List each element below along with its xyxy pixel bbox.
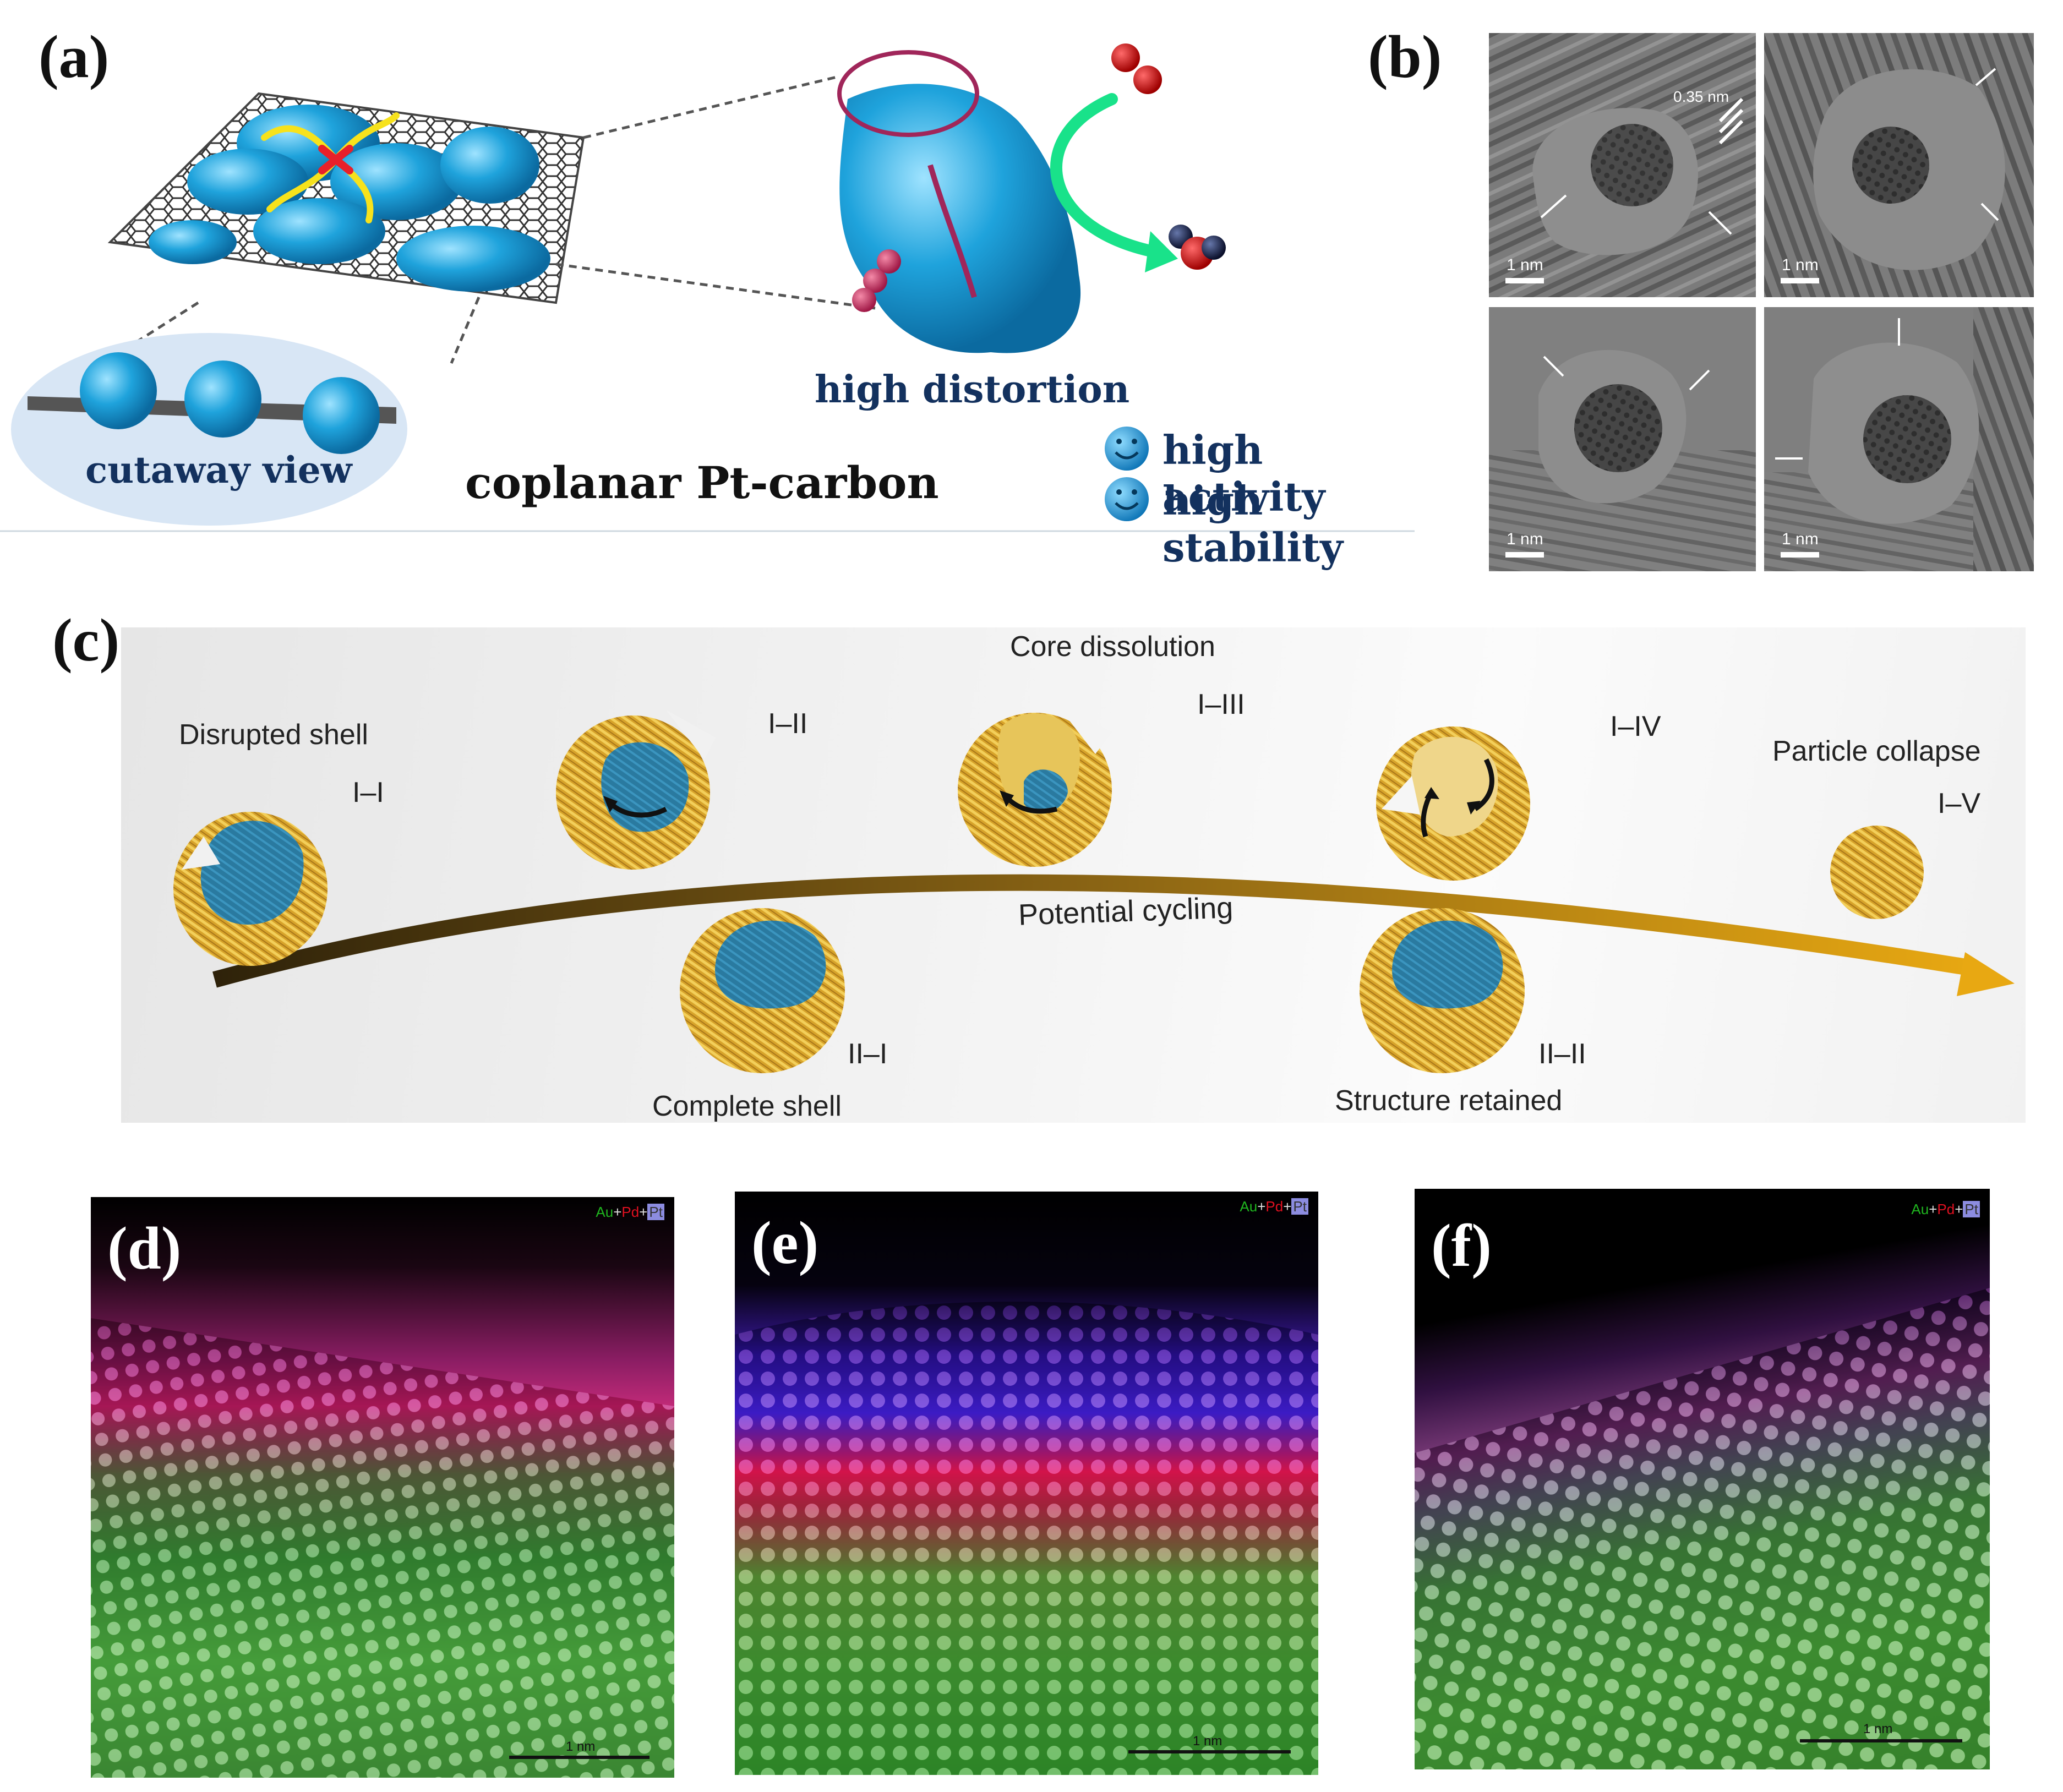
legend-f: Au+Pd+Pt — [1911, 1201, 1980, 1218]
scale-label: 1 nm — [1782, 530, 1819, 548]
particle-I-III — [958, 704, 1112, 867]
caption-structure-retained: Structure retained — [1335, 1085, 1563, 1117]
legend-au: Au — [1240, 1198, 1258, 1215]
particle-I-I — [173, 812, 328, 966]
legend-pd: Pd — [1937, 1201, 1955, 1217]
panel-f-label: (f) — [1431, 1212, 1492, 1279]
legend-plus: + — [613, 1204, 622, 1220]
panel-d-label: (d) — [107, 1215, 182, 1282]
tem-image-2: 1 nm — [1764, 33, 2034, 297]
legend-au: Au — [1911, 1201, 1929, 1217]
stage-id-I-V: I–V — [1938, 788, 1981, 819]
legend-au: Au — [596, 1204, 614, 1220]
tem-image-1: 0.35 nm 1 nm — [1489, 33, 1756, 297]
particle-I-II — [556, 710, 716, 870]
stage-id-I-III: I–III — [1197, 689, 1245, 720]
benefit-activity: high activity — [1163, 427, 1325, 520]
coplanar-title: coplanar Pt-carbon — [465, 457, 939, 509]
pt-clusters — [149, 105, 550, 292]
high-distortion-label: high distortion — [815, 368, 1130, 412]
scale-bar — [1800, 1739, 1962, 1742]
particle-I-V — [1830, 826, 1924, 919]
panel-e-label: (e) — [751, 1209, 819, 1276]
legend-plus: + — [1929, 1201, 1938, 1217]
legend-pt: Pt — [1291, 1198, 1308, 1215]
panel-c: Disrupted shell Core dissolution Particl… — [121, 627, 2026, 1123]
benefit-stability: high stability — [1163, 477, 1343, 571]
distorted-particle — [837, 50, 1081, 353]
smiley-icon — [1105, 477, 1149, 521]
cutaway-view-label: cutaway view — [85, 449, 352, 491]
legend-plus: + — [1283, 1198, 1292, 1215]
panel-a: (a) cutaway view high distortion coplana… — [0, 0, 1431, 571]
panel-a-illustration — [0, 43, 1415, 532]
scale-label: 1 nm — [566, 1739, 596, 1754]
panel-d: Au+Pd+Pt (d) 1 nm — [91, 1197, 674, 1778]
legend-plus: + — [1955, 1201, 1963, 1217]
legend-e: Au+Pd+Pt — [1240, 1198, 1308, 1215]
panel-e: Au+Pd+Pt (e) 1 nm — [735, 1192, 1318, 1775]
panel-c-label: (c) — [52, 607, 120, 674]
scale-bar — [509, 1756, 650, 1759]
caption-particle-collapse: Particle collapse — [1772, 735, 1981, 767]
particle-I-IV — [1376, 726, 1530, 881]
scale-label: 1 nm — [1193, 1734, 1222, 1749]
stage-id-I-I: I–I — [352, 777, 384, 808]
scale-bar — [1128, 1750, 1291, 1753]
legend-plus: + — [1257, 1198, 1266, 1215]
spacing-label: 0.35 nm — [1673, 88, 1729, 105]
panel-b-label: (b) — [1368, 23, 1442, 90]
stage-id-II-II: II–II — [1538, 1038, 1586, 1070]
particle-II-I — [680, 908, 845, 1073]
scale-label: 1 nm — [1863, 1722, 1893, 1736]
legend-pt: Pt — [1963, 1201, 1980, 1217]
particle-II-II — [1360, 908, 1525, 1073]
legend-pt: Pt — [647, 1204, 664, 1220]
stage-id-II-I: II–I — [848, 1038, 888, 1070]
stage-id-I-II: I–II — [768, 708, 808, 740]
panel-f: Au+Pd+Pt (f) 1 nm — [1415, 1189, 1990, 1769]
panel-c-illustration — [173, 704, 2015, 1073]
tem-image-4: 1 nm — [1764, 307, 2034, 571]
legend-d: Au+Pd+Pt — [596, 1204, 664, 1221]
caption-disrupted-shell: Disrupted shell — [179, 719, 368, 751]
smiley-icon — [1105, 427, 1149, 471]
panel-a-label: (a) — [39, 23, 110, 90]
scale-label: 1 nm — [1782, 256, 1819, 274]
legend-plus: + — [639, 1204, 648, 1220]
tem-image-3: 1 nm — [1489, 307, 1756, 571]
distortion-star — [261, 112, 400, 223]
scale-label: 1 nm — [1507, 256, 1543, 274]
caption-core-dissolution: Core dissolution — [1010, 631, 1215, 663]
caption-complete-shell: Complete shell — [652, 1090, 842, 1122]
legend-pd: Pd — [1265, 1198, 1284, 1215]
legend-pd: Pd — [621, 1204, 640, 1220]
scale-label: 1 nm — [1507, 530, 1543, 548]
stage-id-I-IV: I–IV — [1610, 711, 1661, 742]
